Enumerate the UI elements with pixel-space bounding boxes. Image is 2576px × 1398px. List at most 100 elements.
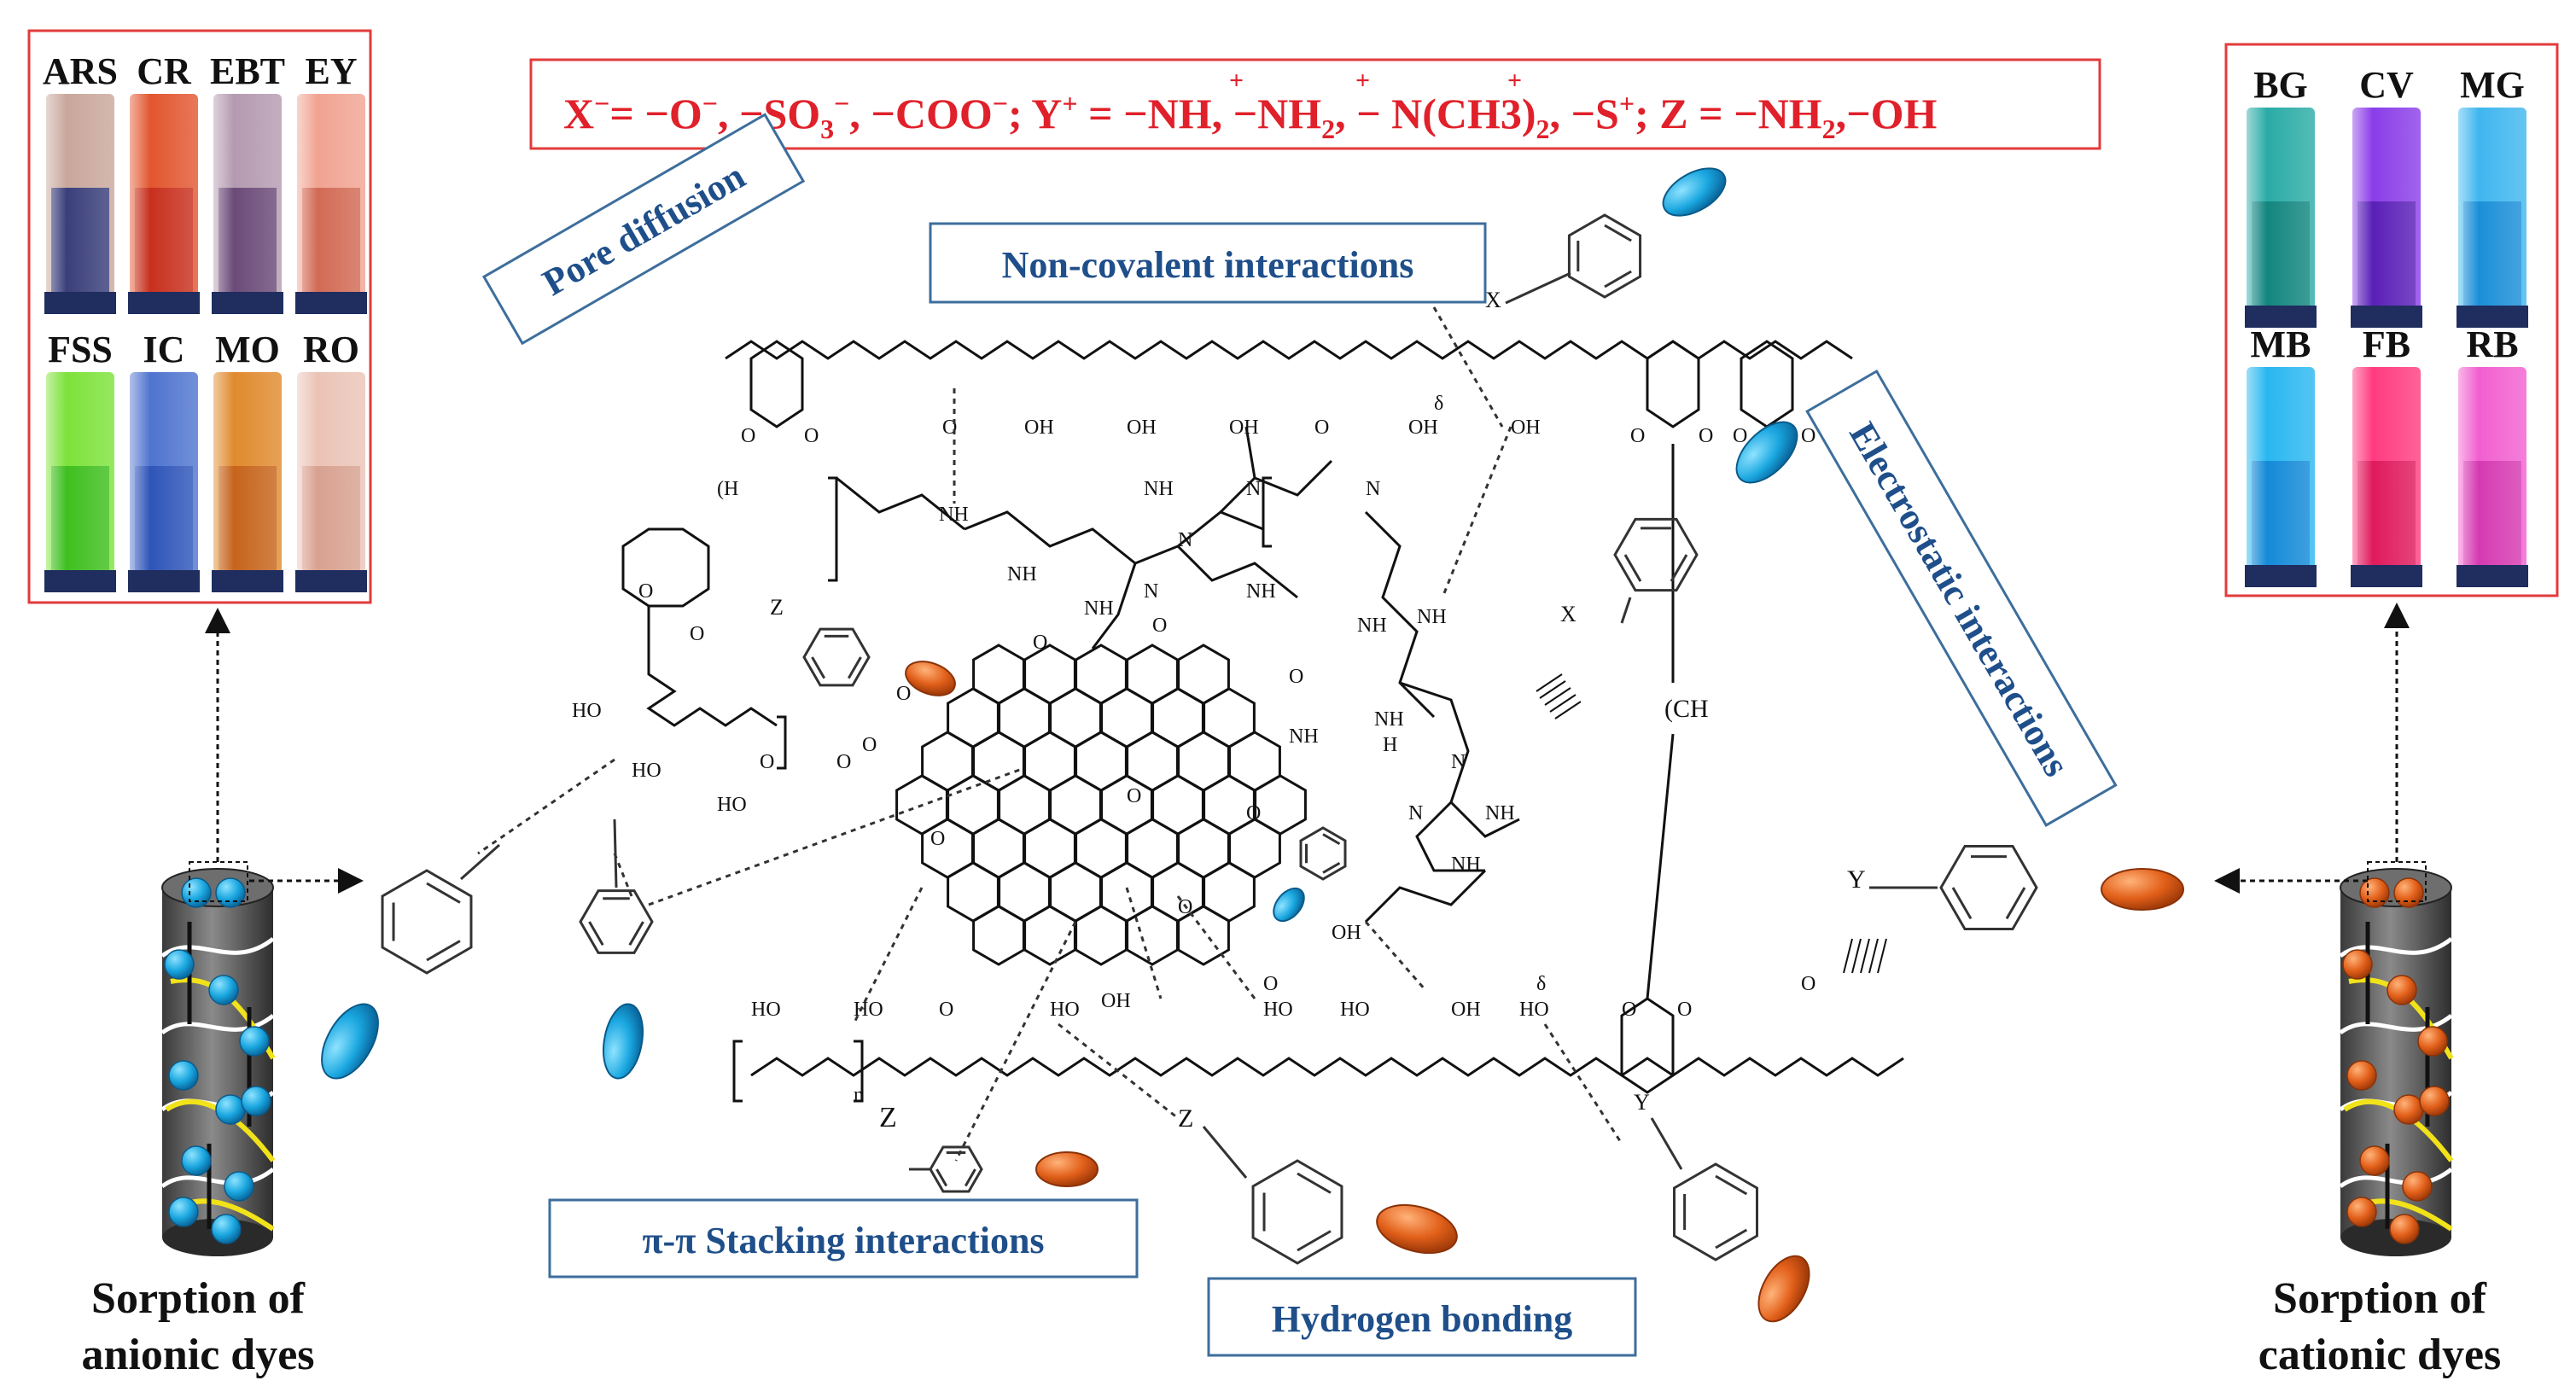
cyan-bead [211,1214,242,1244]
cyan-bead [215,877,246,908]
orange-dye-icon [1035,1151,1099,1187]
vial-label: RO [303,329,359,370]
formula-text: X−= −O−, −SO3−, −COO−; Y+ = −NH, −NH2, −… [563,88,1937,144]
hexagon-ring [972,905,1025,966]
chem-label: O [1677,999,1692,1021]
chem-label: O [896,683,911,705]
chem-label: N [1246,478,1261,500]
orange-bead [2402,1171,2433,1202]
formula-box [529,58,2101,150]
orange-bead [2389,1214,2420,1244]
chem-label: HO [717,794,747,816]
cationic-dye-bottom-right [1673,1162,1810,1323]
orange-bead [2359,1145,2390,1176]
pei-chain [1244,426,1256,479]
vial-ebt: EBT [210,50,285,314]
orange-bead [2342,949,2373,980]
vial-mg: MG [2457,64,2528,328]
vial-ic: IC [128,329,200,592]
vial-label: ARS [43,50,118,92]
vial-label: EBT [210,50,285,92]
vial-label: CV [2359,64,2414,106]
svg-text:Hydrogen bonding: Hydrogen bonding [1272,1298,1573,1340]
orange-dye-icon [905,661,956,696]
orange-bead [2393,1094,2424,1125]
hexagon-ring [1126,905,1179,966]
orange-dye-icon [1376,1203,1458,1255]
chem-label: Y [1847,865,1866,894]
anionic-fiber [160,861,276,1256]
chem-label: O [1622,999,1636,1021]
chem-label: N [1451,751,1466,773]
chem-label: N [1408,802,1423,824]
cyan-dye-icon [321,1003,379,1080]
chem-label: O [1801,973,1815,995]
chem-label: NH [1007,563,1037,585]
vial-fb: FB [2351,323,2422,587]
chem-label: Z [879,1102,897,1133]
cationic-fiber [2339,861,2454,1256]
pei-chain [1219,459,1333,514]
side-acetal-ring [621,527,710,608]
cyan-dye-icon [603,1003,644,1080]
chem-label: OH [1101,990,1131,1012]
chem-label: O [1033,632,1047,654]
anionic-dye-top [1567,167,1727,299]
interaction-dashes [477,306,1623,1162]
chem-label: N [1144,580,1158,603]
pei-chain [1415,801,1485,872]
chem-label: Y [1634,1090,1650,1115]
svg-text:π-π Stacking interactions: π-π Stacking interactions [642,1220,1044,1261]
ch2-linker-bottom [1646,733,1675,999]
side-chain [646,606,778,727]
chem-label: O [690,623,704,645]
chem-label: NH [1246,580,1276,603]
cyan-bead [181,877,212,908]
vial-label: IC [143,329,185,370]
pei-chain [1364,869,1487,923]
pei-chain [964,510,1136,565]
chem-label: N [1366,478,1380,500]
vial-label: MB [2251,323,2311,365]
chem-label: O [930,828,945,850]
orange-bead [2387,975,2417,1005]
vial-label: MG [2460,64,2525,106]
cyan-dye-icon [1735,421,1798,484]
chem-label: OH [1127,416,1157,439]
vial-ro: RO [295,329,367,592]
chem-label: δ [1536,973,1546,995]
orange-bead [2417,1026,2448,1057]
pei-chain [1134,510,1264,565]
cyan-bead [224,1171,254,1202]
chem-label: NH [1485,802,1515,824]
chem-label: O [1152,615,1167,637]
chem-label: OH [1332,922,1361,944]
sorption-cationic-line1: Sorption of [2273,1274,2487,1323]
formula-plus-marks: + + + [1229,67,1522,95]
pei-bracket [1262,476,1272,548]
vial-ey: EY [295,50,367,314]
chem-label: O [1699,425,1713,447]
cyan-dye-icon [1662,167,1727,217]
orange-dye-icon [2101,868,2184,911]
hydrogen-bonding-box: Hydrogen bonding [1207,1277,1637,1357]
vial-bg: BG [2245,64,2317,328]
cyan-bead [168,1060,199,1091]
chem-label: HO [1519,999,1549,1021]
cyan-dye-icon [1273,887,1305,923]
anionic-dye-right [1613,421,1798,592]
vial-label: BG [2253,64,2308,106]
vial-ars: ARS [43,50,118,314]
chem-label: H [1383,734,1397,756]
svg-text:+: + [1507,67,1522,95]
chem-label: O [836,751,851,773]
dye-molecules [321,167,2184,1323]
hexagon-ring [1075,905,1128,966]
chem-label: O [741,425,755,447]
svg-text:Electrostatic interactions: Electrostatic interactions [1841,416,2078,783]
orange-bead [2346,1197,2377,1227]
cyan-bead [164,949,195,980]
chem-label: NH [1289,725,1319,748]
